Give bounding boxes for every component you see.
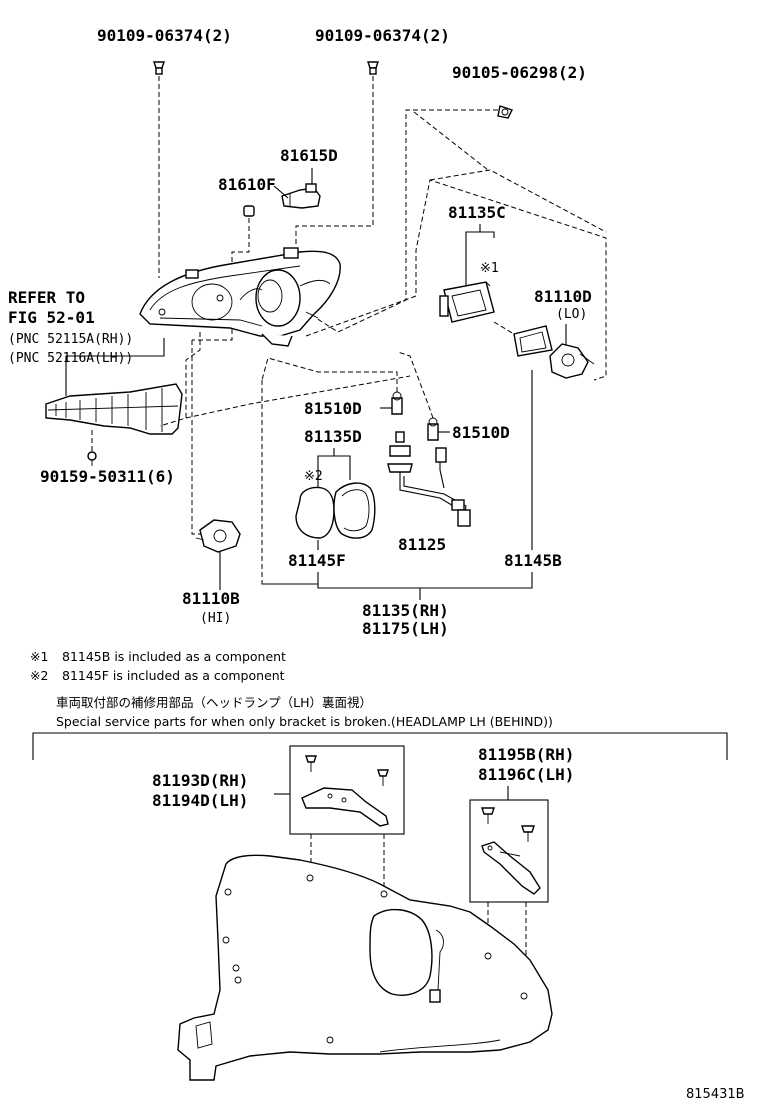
screw-90159-icon	[87, 451, 97, 466]
bulb-81610f-icon	[243, 205, 255, 217]
label-hi: (HI)	[200, 611, 231, 626]
note-1-mark: ※1	[30, 649, 48, 664]
mark-1: ※1	[480, 261, 499, 276]
refer-line-1: REFER TO	[8, 288, 85, 307]
label-cover-81145f: 81145F	[288, 551, 346, 570]
refer-line-3: (PNC 52115A(RH))	[8, 332, 133, 347]
side-bracket-icon	[45, 383, 183, 435]
mark-2: ※2	[304, 469, 323, 484]
caption-japanese: 車両取付部の補修用部品（ヘッドランプ（LH）裏面視）	[56, 695, 372, 710]
label-bulb-81110d: 81110D	[534, 287, 592, 306]
label-unit-rh: 81135(RH)	[362, 601, 449, 620]
label-bracket-81193d: 81193D(RH)	[152, 771, 248, 790]
headlamp-housing	[139, 247, 341, 347]
label-bracket-81194d: 81194D(LH)	[152, 791, 248, 810]
label-bolt-b: 90109-06374(2)	[315, 26, 450, 45]
ballast-81135c-icon	[439, 281, 495, 323]
label-lo: (LO)	[556, 307, 587, 322]
label-cover-81135d: 81135D	[304, 427, 362, 446]
headlamp-rear-body	[177, 854, 553, 1081]
bracket-81195b-icon	[481, 807, 541, 895]
label-bolt-c: 90105-06298(2)	[452, 63, 587, 82]
label-wire-81125: 81125	[398, 535, 446, 554]
note-2-mark: ※2	[30, 668, 48, 683]
gasket-icon	[513, 325, 553, 357]
bolt-c-icon	[497, 105, 513, 119]
label-ballast-81135c: 81135C	[448, 203, 506, 222]
note-2-text: 81145F is included as a component	[62, 668, 285, 683]
bracket-81195b-frame	[469, 799, 549, 903]
section-bracket	[32, 732, 728, 760]
bolt-a-icon	[153, 61, 165, 75]
figure-code: 815431B	[686, 1087, 745, 1102]
bracket-81193d-icon	[301, 755, 389, 827]
cover-81145f-icon	[295, 486, 335, 539]
label-bulb-81110b: 81110B	[182, 589, 240, 608]
label-bulb-81610f: 81610F	[218, 175, 276, 194]
label-cover-81145b: 81145B	[504, 551, 562, 570]
label-screw-90159: 90159-50311(6)	[40, 467, 175, 486]
bulb-81110d-icon	[549, 343, 595, 379]
bulb-81110b-icon	[195, 519, 241, 553]
label-bulb-81510d-left: 81510D	[304, 399, 362, 418]
cover-81135d-icon	[333, 482, 376, 539]
label-socket-81615d: 81615D	[280, 146, 338, 165]
socket-81615d-icon	[281, 183, 321, 209]
wire-81125-icon	[387, 431, 471, 527]
caption-english: Special service parts for when only brac…	[56, 714, 553, 729]
bracket-81193d-frame	[289, 745, 405, 835]
refer-line-4: (PNC 52116A(LH))	[8, 351, 133, 366]
bulb-81510d-right-icon	[427, 417, 439, 441]
label-bracket-81196c: 81196C(LH)	[478, 765, 574, 784]
label-bracket-81195b: 81195B(RH)	[478, 745, 574, 764]
bulb-81510d-left-icon	[391, 391, 403, 415]
label-unit-lh: 81175(LH)	[362, 619, 449, 638]
bolt-b-icon	[367, 61, 379, 75]
note-1-text: 81145B is included as a component	[62, 649, 286, 664]
label-bulb-81510d-right: 81510D	[452, 423, 510, 442]
label-bolt-a: 90109-06374(2)	[97, 26, 232, 45]
refer-line-2: FIG 52-01	[8, 308, 95, 327]
